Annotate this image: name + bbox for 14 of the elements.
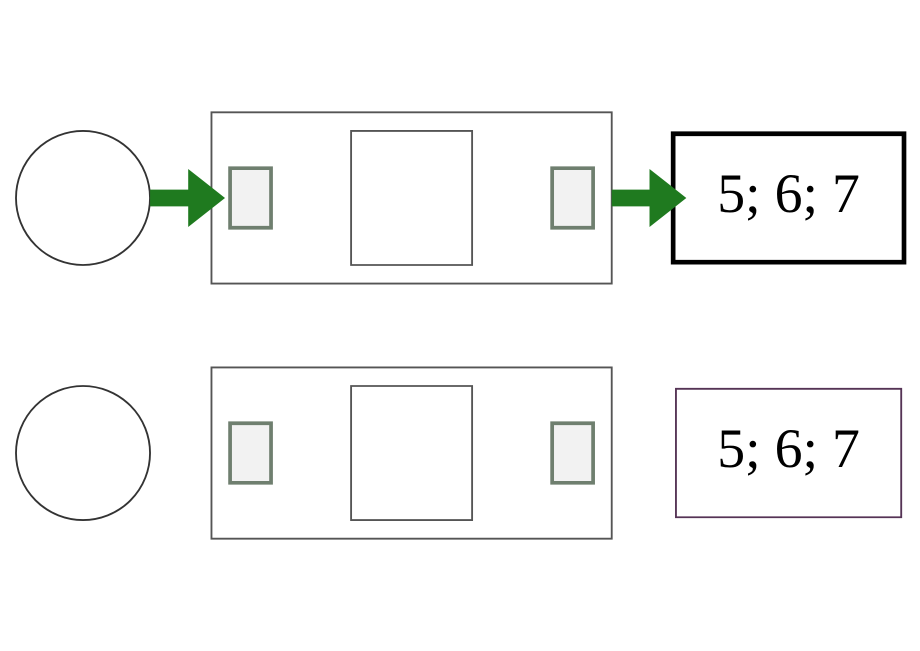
- node-box: [228, 421, 273, 485]
- cluster: [210, 366, 613, 540]
- node-box: [550, 166, 595, 230]
- cluster: [210, 111, 613, 285]
- node-box: [550, 421, 595, 485]
- arrow: [612, 169, 686, 227]
- node-box: [228, 166, 273, 230]
- node-box: 5; 6; 7: [670, 131, 906, 265]
- node-box: 5; 6; 7: [675, 388, 902, 518]
- node-box: [350, 130, 474, 266]
- arrow: [150, 169, 226, 227]
- node-circle: [15, 385, 151, 521]
- node-box: [350, 385, 474, 521]
- node-circle: [15, 130, 151, 266]
